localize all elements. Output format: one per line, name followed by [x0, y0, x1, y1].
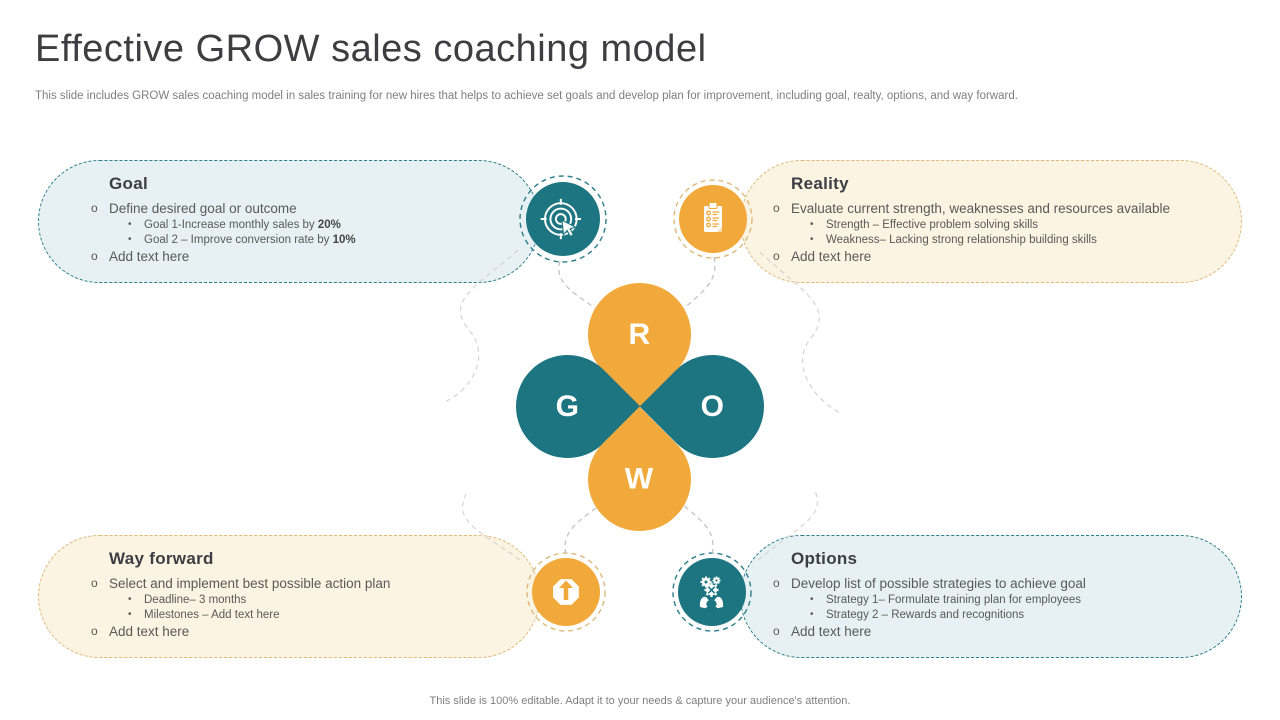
reality-sub-bullet-2: • Weakness– Lacking strong relationship …: [810, 233, 1221, 248]
reality-box: Reality o Evaluate current strength, wea…: [740, 160, 1242, 283]
slide-description: This slide includes GROW sales coaching …: [35, 90, 1018, 102]
options-sub-bullet-1: • Strategy 1– Formulate training plan fo…: [810, 593, 1221, 608]
bullet-marker: o: [773, 576, 780, 590]
checklist-clipboard-icon: [704, 202, 722, 232]
petal-letter: W: [625, 462, 654, 496]
page-title: Effective GROW sales coaching model: [35, 28, 707, 70]
goal-add-text: o Add text here: [91, 249, 190, 265]
grow-flower-diagram: R G O W: [494, 261, 786, 553]
dot-marker: •: [810, 609, 814, 621]
target-cursor-icon: [540, 198, 581, 240]
bullet-marker: o: [91, 624, 98, 639]
reality-title: Reality: [791, 174, 849, 193]
bullet-marker: o: [91, 576, 98, 590]
dot-marker: •: [128, 593, 132, 605]
dot-marker: •: [810, 218, 814, 230]
options-main-bullet: o Develop list of possible strategies to…: [773, 576, 1086, 591]
way-forward-main-bullet: o Select and implement best possible act…: [91, 576, 391, 591]
up-arrow-badge-icon: [553, 579, 579, 605]
goal-sub-bullet-2: • Goal 2 – Improve conversion rate by 10…: [128, 233, 519, 248]
goal-title: Goal: [109, 174, 148, 193]
dot-marker: •: [128, 609, 132, 621]
bullet-marker: o: [91, 249, 98, 264]
hands-gears-icon: [699, 576, 724, 609]
reality-add-text: o Add text here: [773, 249, 872, 265]
options-add-text: o Add text here: [773, 624, 872, 640]
bullet-marker: o: [91, 201, 98, 215]
petal-letter: G: [555, 389, 580, 423]
dot-marker: •: [810, 593, 814, 605]
dot-marker: •: [128, 218, 132, 230]
options-title: Options: [791, 549, 858, 568]
options-sub-bullet-2: • Strategy 2 – Rewards and recognitions: [810, 608, 1221, 623]
bullet-marker: o: [773, 249, 780, 264]
reality-icon-circle: [679, 185, 747, 253]
petal-letter: O: [700, 389, 725, 423]
dot-marker: •: [810, 234, 814, 246]
reality-sub-bullet-1: • Strength – Effective problem solving s…: [810, 218, 1221, 233]
way-forward-box: Way forward o Select and implement best …: [38, 535, 540, 658]
way-forward-sub-bullet-2: • Milestones – Add text here: [128, 608, 519, 623]
dot-marker: •: [128, 234, 132, 246]
petal-letter: R: [628, 317, 651, 351]
slide-footer-note: This slide is 100% editable. Adapt it to…: [429, 695, 851, 707]
way-forward-add-text: o Add text here: [91, 624, 190, 640]
goal-box: Goal o Define desired goal or outcome • …: [38, 160, 540, 283]
options-box: Options o Develop list of possible strat…: [740, 535, 1242, 658]
way-forward-title: Way forward: [109, 549, 214, 568]
bullet-marker: o: [773, 624, 780, 639]
options-icon-circle: [678, 558, 746, 626]
bullet-marker: o: [773, 201, 780, 215]
goal-main-bullet: o Define desired goal or outcome: [91, 201, 297, 216]
goal-icon-circle: [526, 182, 600, 256]
goal-sub-bullet-1: • Goal 1-Increase monthly sales by 20%: [128, 218, 519, 233]
reality-main-bullet: o Evaluate current strength, weaknesses …: [773, 201, 1170, 216]
way-forward-icon-circle: [532, 558, 600, 626]
way-forward-sub-bullet-1: • Deadline– 3 months: [128, 593, 519, 608]
